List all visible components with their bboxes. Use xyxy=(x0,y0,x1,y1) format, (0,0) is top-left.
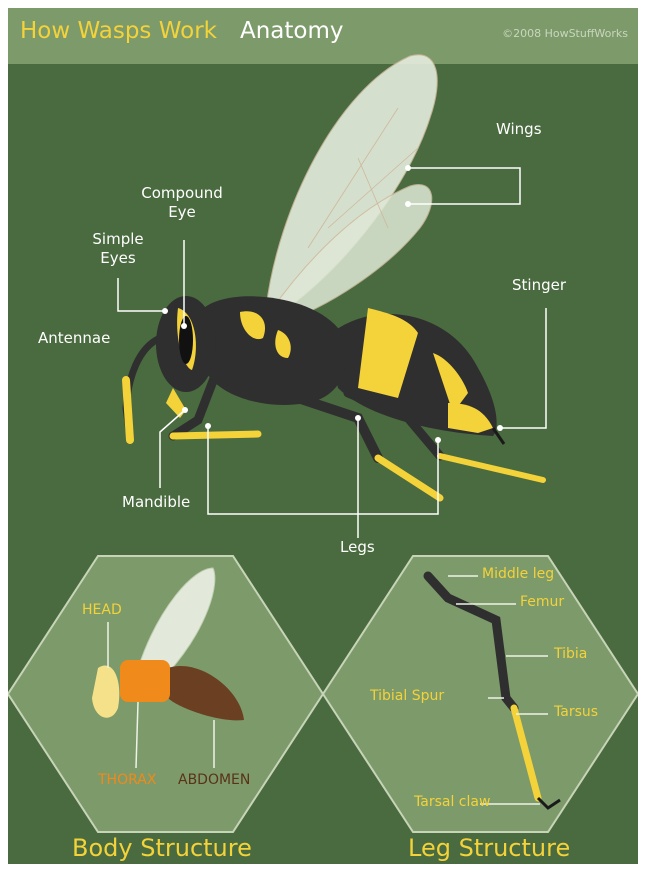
label-simple-eyes-line1: Simple xyxy=(80,230,156,249)
label-middle-leg: Middle leg xyxy=(482,566,554,582)
label-compound-eye-line2: Eye xyxy=(134,203,230,222)
label-compound-eye-line1: Compound xyxy=(134,184,230,203)
wasp-anatomy-poster: How Wasps Work Anatomy ©2008 HowStuffWor… xyxy=(8,8,638,864)
label-femur: Femur xyxy=(520,594,564,610)
label-wings: Wings xyxy=(496,120,542,139)
label-antennae: Antennae xyxy=(38,329,110,348)
label-legs: Legs xyxy=(340,538,375,557)
wasp-illustration xyxy=(8,8,638,864)
wings-drawing xyxy=(266,55,437,324)
label-mandible: Mandible xyxy=(122,493,190,512)
label-tarsal-claw: Tarsal claw xyxy=(414,794,490,810)
label-tibia: Tibia xyxy=(554,646,587,662)
body-structure-hexagon xyxy=(8,556,323,832)
label-stinger: Stinger xyxy=(512,276,566,295)
label-abdomen: ABDOMEN xyxy=(178,772,250,788)
abdomen-drawing xyxy=(326,308,504,444)
label-head: HEAD xyxy=(82,602,122,618)
label-tarsus: Tarsus xyxy=(554,704,598,720)
label-thorax: THORAX xyxy=(98,772,156,788)
label-simple-eyes-line2: Eyes xyxy=(80,249,156,268)
label-tibial-spur: Tibial Spur xyxy=(370,688,444,704)
thorax-drawing xyxy=(204,296,346,405)
leg-structure-title: Leg Structure xyxy=(408,834,570,862)
body-structure-title: Body Structure xyxy=(72,834,252,862)
